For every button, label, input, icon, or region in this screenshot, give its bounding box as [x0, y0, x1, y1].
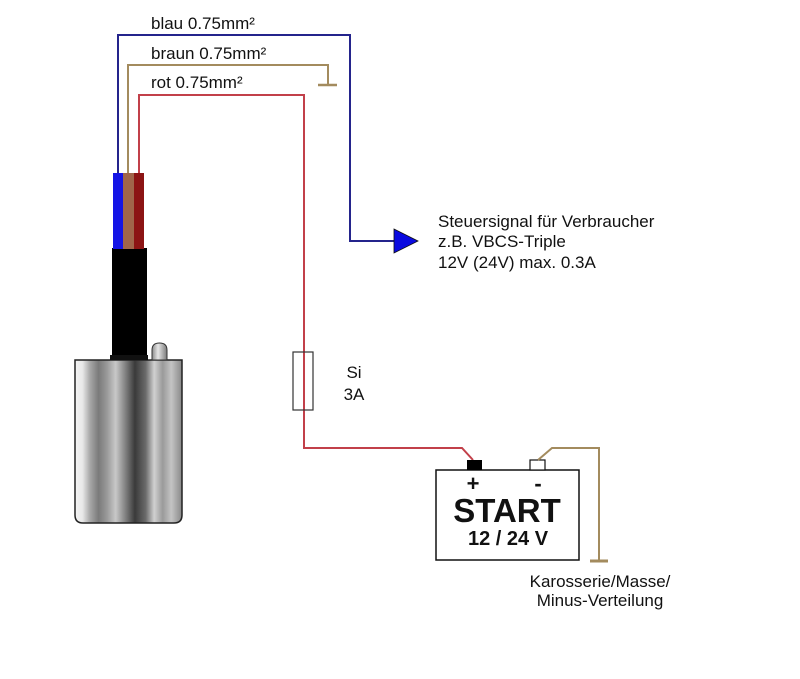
blue-wire	[117, 34, 396, 242]
brown-wire	[127, 64, 329, 173]
cable-jacket	[112, 248, 147, 358]
battery-negative-terminal	[529, 459, 546, 471]
blue-wire-label: blau 0.75mm²	[151, 14, 255, 33]
blue-wire-sheath	[113, 173, 123, 249]
sensor-pin	[151, 342, 168, 361]
battery: + - START 12 / 24 V	[435, 459, 580, 561]
battery-plus-label: +	[467, 471, 480, 496]
signal-arrow-icon	[393, 228, 419, 254]
battery-body	[435, 469, 580, 561]
ground-wire	[537, 447, 600, 561]
ground-label-line-1: Karosserie/Masse/	[530, 572, 671, 591]
red-wire-label: rot 0.75mm²	[151, 73, 243, 92]
red-wire-sheath	[134, 173, 144, 249]
signal-description-line-1: Steuersignal für Verbraucher	[438, 212, 655, 231]
brown-wire-sheath	[123, 173, 134, 249]
brown-wire-label: braun 0.75mm²	[151, 44, 267, 63]
red-wire	[138, 94, 474, 461]
battery-title: START	[453, 492, 561, 529]
ground-label-line-2: Minus-Verteilung	[537, 591, 664, 610]
cable-flange	[110, 355, 148, 360]
sensor	[74, 248, 183, 524]
fuse-rating: 3A	[344, 385, 365, 404]
fuse-name: Si	[346, 363, 361, 382]
signal-description-line-2: z.B. VBCS-Triple	[438, 232, 566, 251]
signal-description-line-3: 12V (24V) max. 0.3A	[438, 253, 596, 272]
battery-voltage: 12 / 24 V	[468, 528, 549, 550]
battery-positive-terminal	[467, 460, 482, 470]
battery-minus-label: -	[534, 471, 541, 496]
fuse-icon	[292, 351, 314, 411]
sensor-cylinder	[74, 359, 183, 524]
